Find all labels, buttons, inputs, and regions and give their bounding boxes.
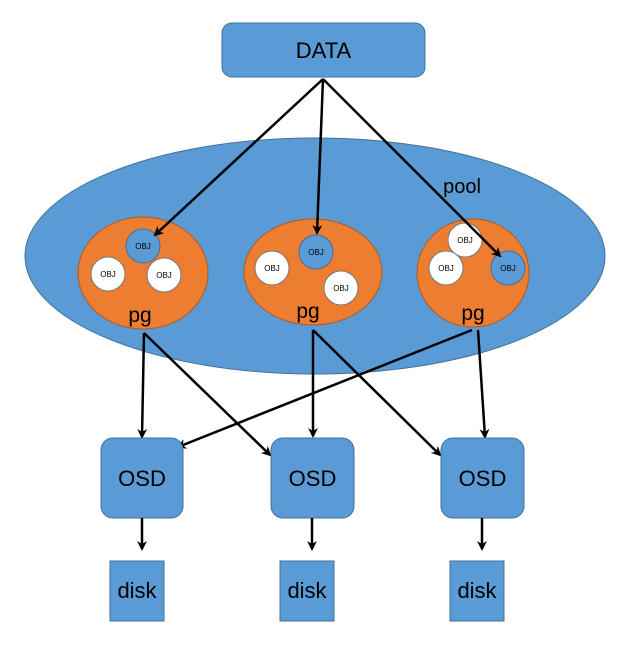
object: OBJ: [428, 250, 464, 286]
placement-group-2: OBJ OBJ OBJ pg: [243, 218, 383, 326]
pg-label: pg: [296, 300, 319, 323]
object: OBJ: [146, 257, 182, 293]
osd-label: OSD: [118, 466, 166, 491]
object: OBJ: [323, 270, 359, 306]
osd-label: OSD: [459, 466, 507, 491]
placement-group-3: OBJ OBJ OBJ pg: [416, 218, 530, 328]
arrow: [476, 329, 490, 439]
disk-2: disk: [279, 560, 335, 622]
object-label: OBJ: [457, 236, 473, 245]
object-label: OBJ: [135, 242, 151, 251]
object: OBJ: [90, 256, 126, 292]
osd-2: OSD: [270, 437, 355, 519]
arrow: [176, 328, 473, 449]
object-highlighted: OBJ: [125, 228, 161, 264]
data-node: DATA: [221, 22, 426, 78]
object-highlighted: OBJ: [298, 234, 334, 270]
arrow: [143, 332, 272, 457]
object-label: OBJ: [308, 248, 324, 257]
osd-1: OSD: [100, 437, 184, 519]
object-label: OBJ: [100, 270, 116, 279]
object-label: OBJ: [500, 264, 516, 273]
disk-label: disk: [287, 578, 327, 603]
arrow: [153, 78, 324, 237]
arrow: [312, 329, 442, 457]
disk-label: disk: [117, 578, 157, 603]
arrow: [312, 78, 325, 235]
osd-disk-arrows: [137, 518, 487, 551]
pg-label: pg: [128, 304, 151, 327]
pg-osd-arrows: [137, 328, 490, 457]
object-highlighted: OBJ: [490, 250, 526, 286]
osd-label: OSD: [289, 466, 337, 491]
object: OBJ: [447, 222, 483, 258]
object-label: OBJ: [438, 264, 454, 273]
placement-group-1: OBJ OBJ OBJ pg: [77, 216, 209, 330]
pool-label: pool: [443, 176, 481, 198]
disk-3: disk: [449, 560, 505, 622]
data-arrows: [153, 78, 502, 258]
arrow: [322, 78, 502, 258]
data-label: DATA: [296, 38, 352, 63]
disk-1: disk: [109, 560, 165, 622]
object: OBJ: [254, 250, 290, 286]
osd-3: OSD: [440, 437, 525, 519]
arrow: [137, 332, 148, 439]
disk-label: disk: [457, 578, 497, 603]
object-label: OBJ: [333, 284, 349, 293]
object-label: OBJ: [156, 271, 172, 280]
object-label: OBJ: [264, 264, 280, 273]
pg-label: pg: [461, 302, 484, 325]
